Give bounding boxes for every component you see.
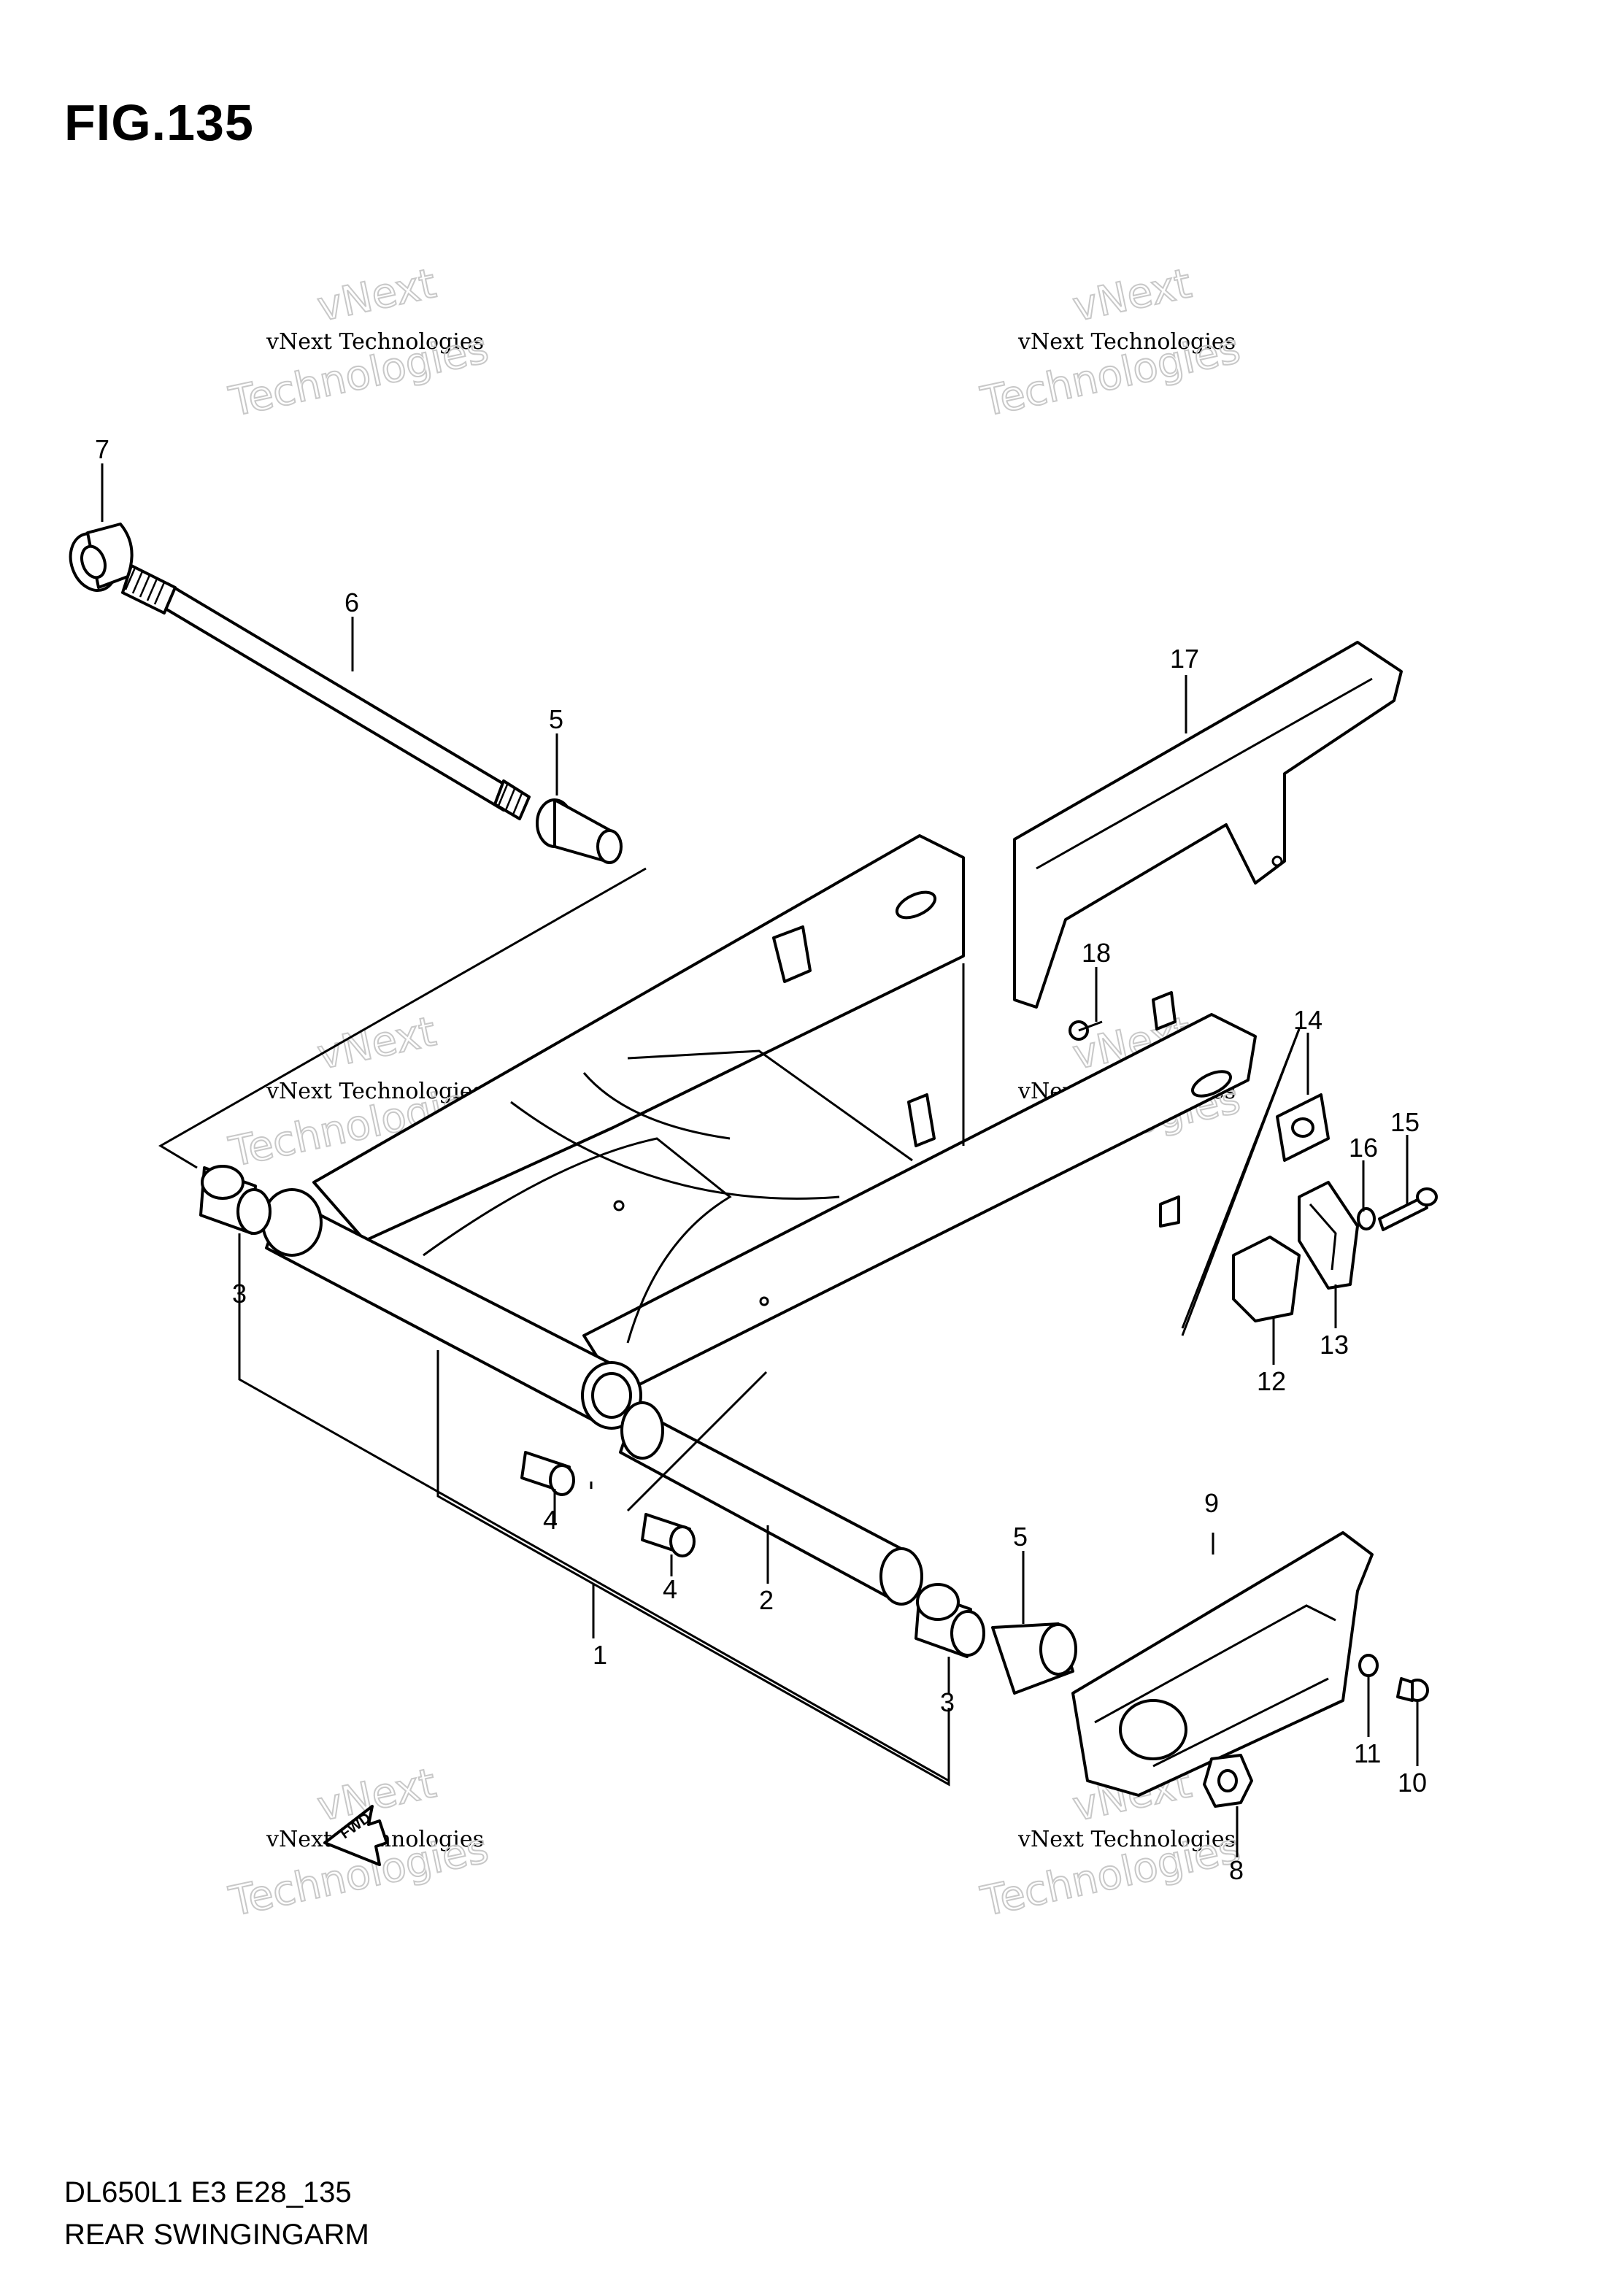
svg-text:vNext: vNext	[1069, 260, 1195, 331]
callout-6: 6	[344, 588, 359, 617]
svg-text:vNext Technologies: vNext Technologies	[266, 329, 484, 355]
callout-14: 14	[1293, 1005, 1322, 1035]
watermark-top-left: vNext vNext Technologies Technologies	[224, 259, 493, 427]
callout-17: 17	[1170, 644, 1199, 674]
part-9-chain-case	[1071, 1531, 1374, 1797]
callout-9: 9	[1204, 1488, 1219, 1518]
svg-text:vNext Technologies: vNext Technologies	[1017, 329, 1236, 355]
assembly-lines	[158, 867, 1301, 1787]
part-15-bolt	[1378, 1187, 1438, 1231]
part-5-collar-lower	[991, 1622, 1077, 1695]
leader-lines	[101, 463, 1419, 1857]
part-13-adjuster	[1298, 1181, 1359, 1290]
callouts: 1 2 3 3 4 4 5 5 6 7 8 9 10 11 12 13 14 1…	[95, 434, 1427, 1885]
callout-10: 10	[1398, 1768, 1427, 1798]
callout-1: 1	[593, 1640, 607, 1670]
part-2-sleeve	[619, 1401, 923, 1606]
callout-2: 2	[759, 1585, 774, 1615]
part-11-washer	[1358, 1654, 1379, 1677]
callout-7: 7	[95, 434, 109, 464]
part-14-plate	[1276, 1093, 1330, 1162]
callout-16: 16	[1349, 1133, 1378, 1163]
diagram-caption: REAR SWINGINGARM	[64, 2219, 369, 2251]
callout-15: 15	[1390, 1107, 1420, 1137]
callout-11: 11	[1354, 1738, 1381, 1768]
callout-3-right: 3	[940, 1687, 955, 1717]
callout-12: 12	[1257, 1366, 1286, 1396]
part-3-bearing-right	[915, 1583, 985, 1658]
svg-text:vNext: vNext	[313, 1760, 440, 1831]
callout-5-upper: 5	[549, 704, 563, 734]
part-12-bracket	[1232, 1236, 1301, 1322]
callout-3-left: 3	[232, 1279, 247, 1309]
part-3-bearing-left	[199, 1165, 272, 1235]
callout-4-a: 4	[543, 1505, 558, 1535]
part-4-needle-bearing-2	[641, 1513, 696, 1557]
part-8-nut	[1203, 1754, 1253, 1808]
callout-4-b: 4	[663, 1574, 677, 1604]
callout-8: 8	[1229, 1855, 1244, 1885]
callout-5-lower: 5	[1013, 1522, 1028, 1552]
callout-13: 13	[1320, 1330, 1349, 1360]
part-10-bolt	[1396, 1677, 1429, 1702]
svg-text:vNext Technologies: vNext Technologies	[266, 1079, 484, 1104]
svg-text:vNext: vNext	[313, 260, 440, 331]
svg-text:vNext Technologies: vNext Technologies	[1017, 1827, 1236, 1852]
callout-18: 18	[1082, 938, 1111, 968]
svg-text:vNext: vNext	[313, 1008, 440, 1079]
part-4-needle-bearing-1	[520, 1451, 575, 1496]
figure-title: FIG.135	[64, 94, 254, 151]
part-16-washer	[1357, 1207, 1376, 1230]
model-code: DL650L1 E3 E28_135	[64, 2176, 352, 2208]
watermark-top-right: vNext vNext Technologies Technologies	[976, 259, 1244, 427]
part-7-nut	[69, 523, 134, 592]
part-17-chain-guard	[1013, 641, 1403, 1009]
part-6-pivot-shaft	[121, 564, 531, 820]
part-5-collar-upper	[536, 798, 623, 864]
part-1-swingarm	[261, 834, 1257, 1430]
part-18-screw	[1069, 1020, 1103, 1041]
